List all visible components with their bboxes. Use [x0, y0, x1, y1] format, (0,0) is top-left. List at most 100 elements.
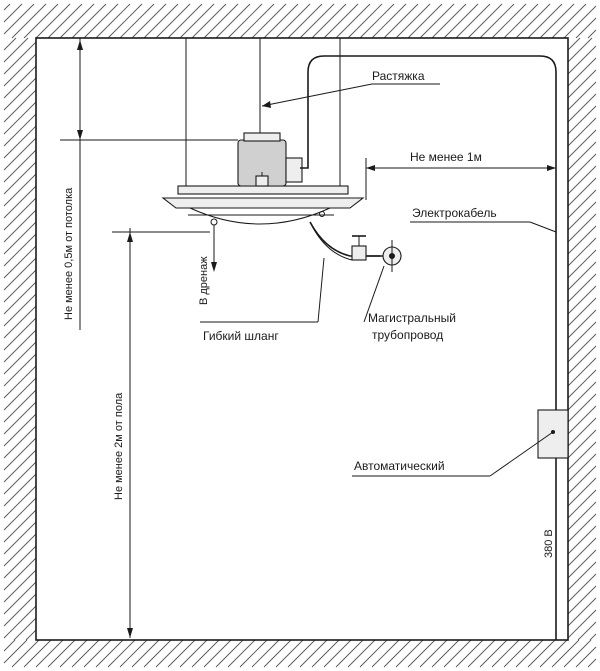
- hatch-line: [275, 3, 311, 39]
- hatch-line: [3, 557, 37, 591]
- hatch-line: [3, 161, 37, 195]
- hatch-line: [567, 573, 597, 603]
- hatch-line: [35, 3, 71, 39]
- hatch-line: [567, 129, 597, 159]
- hatch-line: [503, 639, 532, 668]
- hatch-line: [107, 3, 143, 39]
- hatch-line: [275, 639, 304, 668]
- hatch-line: [443, 639, 472, 668]
- hatch-line: [3, 317, 37, 351]
- hatch-line: [419, 3, 455, 39]
- hatch-line: [3, 269, 37, 303]
- hatch-line: [431, 639, 460, 668]
- hatch-line: [251, 3, 287, 39]
- valve-icon: [351, 235, 367, 261]
- hatch-line: [567, 273, 597, 303]
- hose-leader: [317, 257, 325, 323]
- hatch-line: [239, 639, 268, 668]
- cable-leader: [529, 221, 557, 233]
- hatch-line: [3, 77, 37, 111]
- hatch-line: [567, 141, 597, 171]
- hatch-line: [107, 639, 136, 668]
- hatch-line: [3, 37, 17, 51]
- hatch-line: [3, 497, 37, 531]
- hatch-line: [567, 513, 597, 543]
- label-pipeline-2: трубопровод: [372, 328, 443, 342]
- hatch-line: [567, 309, 597, 339]
- hatch-line: [167, 639, 196, 668]
- air-heater-unit: [161, 185, 365, 226]
- hatch-line: [143, 639, 172, 668]
- hatch-line: [3, 425, 37, 459]
- hatch-line: [407, 3, 443, 39]
- hatch-line: [3, 353, 37, 387]
- hatch-line: [11, 3, 47, 39]
- hatch-line: [167, 3, 203, 39]
- hatch-line: [71, 3, 107, 39]
- hatch-line: [323, 3, 359, 39]
- hatch-line: [203, 639, 232, 668]
- hatch-line: [3, 329, 37, 363]
- hatch-line: [575, 17, 597, 39]
- hatch-line: [95, 639, 124, 668]
- hatch-line: [567, 549, 597, 579]
- room-outline: [35, 37, 569, 641]
- hatch-line: [13, 617, 37, 641]
- hatch-line: [3, 209, 37, 243]
- hatch-line: [3, 137, 37, 171]
- hatch-line: [3, 3, 23, 23]
- hatch-line: [299, 639, 328, 668]
- hatch-line: [551, 3, 587, 39]
- hatch-line: [567, 585, 597, 615]
- hatch-line: [119, 639, 148, 668]
- hatch-line: [479, 3, 515, 39]
- hatch-line: [3, 639, 16, 652]
- hatch-line: [311, 3, 347, 39]
- hatch-line: [371, 3, 407, 39]
- hatch-line: [3, 41, 37, 75]
- hatch-line: [215, 3, 251, 39]
- hatch-line: [3, 437, 37, 471]
- hatch-line: [287, 3, 323, 39]
- hatch-line: [155, 639, 184, 668]
- hatch-line: [567, 477, 597, 507]
- hatch-line: [455, 3, 491, 39]
- hatch-line: [3, 569, 37, 603]
- hatch-line: [3, 197, 37, 231]
- hatch-line: [263, 3, 299, 39]
- hatch-line: [359, 639, 388, 668]
- hatch-line: [3, 389, 37, 423]
- automatic-leader: [489, 431, 554, 477]
- hatch-line: [227, 639, 256, 668]
- hatch-line: [567, 37, 593, 63]
- hatch-line: [3, 545, 37, 579]
- hatch-line: [567, 297, 597, 327]
- hatch-line: [287, 639, 316, 668]
- hatch-line: [299, 3, 335, 39]
- pipe-flange-icon: [382, 240, 402, 272]
- hatch-line: [335, 3, 371, 39]
- hatch-line: [395, 639, 424, 668]
- hatch-line: [503, 3, 539, 39]
- hatch-line: [191, 3, 227, 39]
- hatch-line: [567, 45, 597, 75]
- hatch-line: [323, 639, 352, 668]
- label-pipeline-1: Магистральный: [368, 311, 456, 325]
- hatch-line: [567, 165, 597, 195]
- hatch-line: [479, 639, 508, 668]
- label-min-1m: Не менее 1м: [410, 150, 482, 164]
- hatch-line: [567, 189, 597, 219]
- hatch-line: [3, 581, 37, 615]
- hatch-line: [335, 639, 364, 668]
- hatch-line: [567, 393, 597, 423]
- hatch-line: [587, 658, 597, 668]
- hatch-line: [567, 37, 581, 51]
- hatch-line: [567, 417, 597, 447]
- hatch-line: [515, 3, 551, 39]
- hatch-line: [491, 639, 520, 668]
- hatch-line: [371, 639, 400, 668]
- hatch-line: [455, 639, 484, 668]
- hatch-line: [47, 3, 83, 39]
- hatch-line: [143, 3, 179, 39]
- hatch-line: [3, 449, 37, 483]
